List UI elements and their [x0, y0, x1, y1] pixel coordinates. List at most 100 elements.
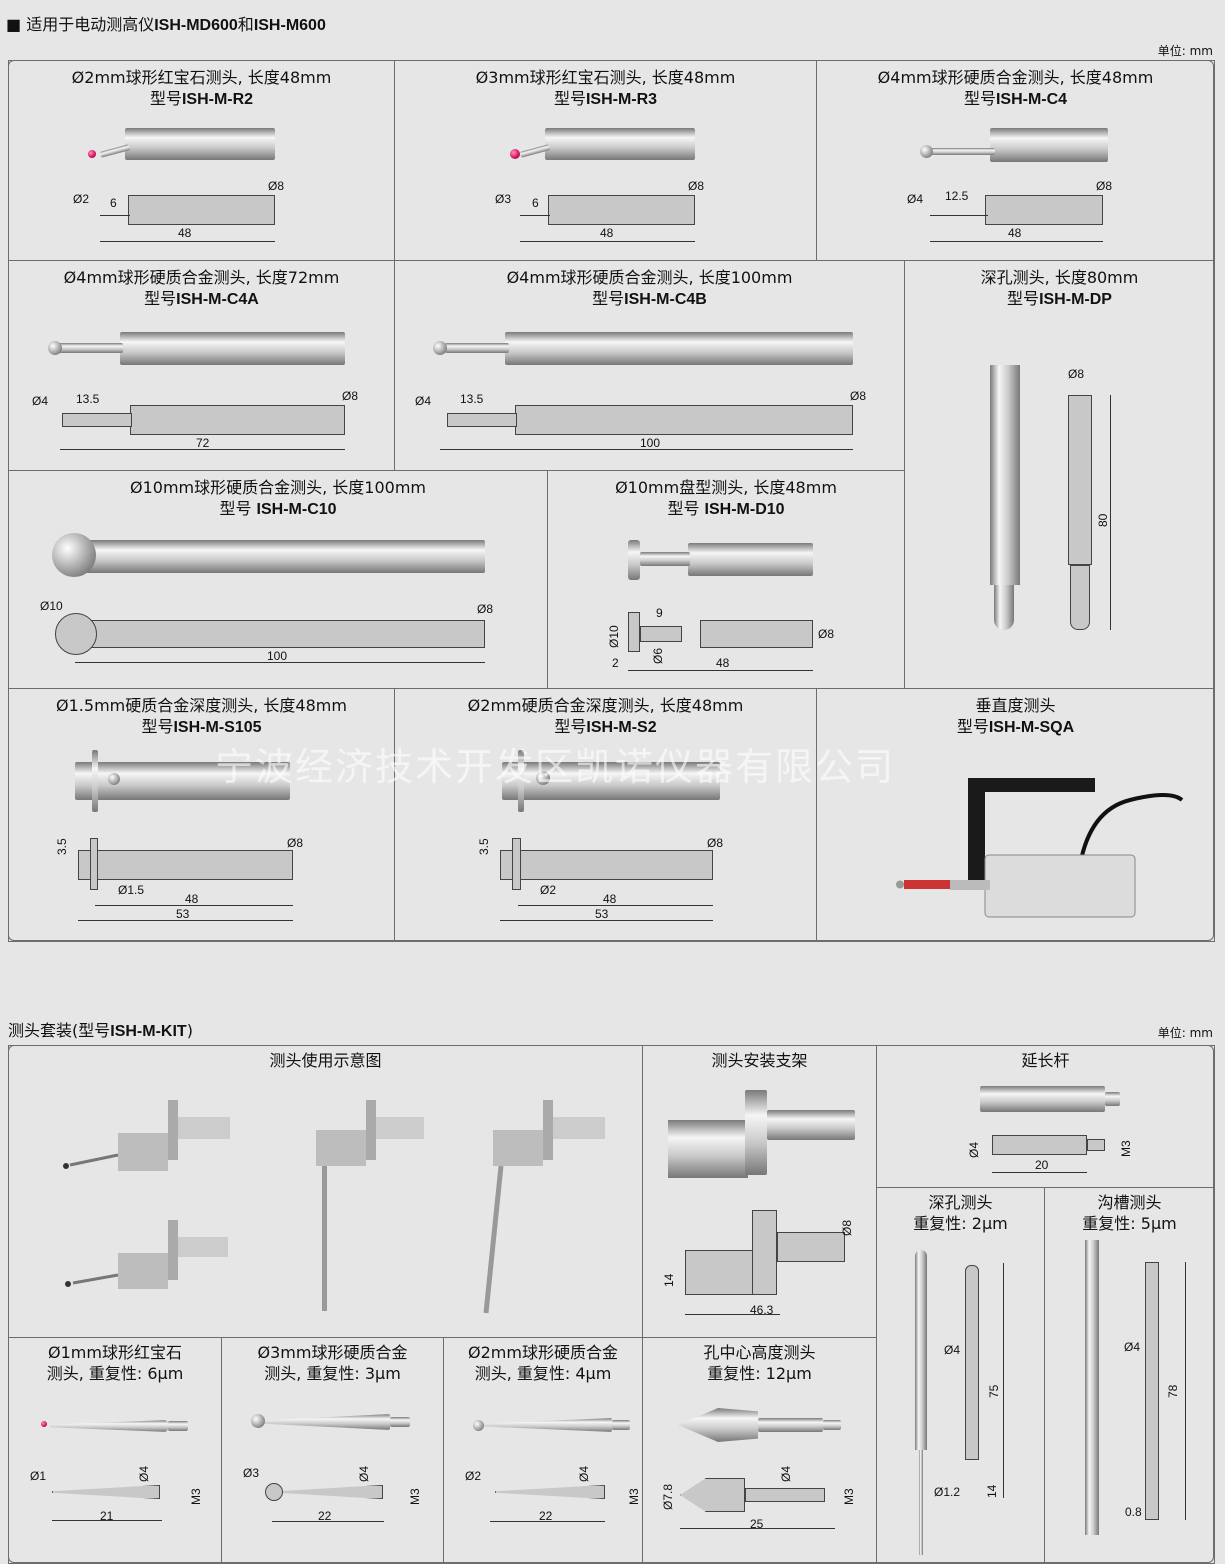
dimension-drawing [745, 1488, 825, 1502]
dimension-drawing [90, 620, 485, 648]
model-prefix: 型号 [956, 717, 989, 736]
model-prefix: 型号 [667, 499, 705, 518]
squareness-probe-photo [896, 778, 1184, 918]
dimension-label: Ø3 [495, 192, 512, 206]
section2-heading: 测头套装(型号ISH-M-KIT) [8, 1017, 193, 1041]
dimension-label: Ø8 [342, 389, 359, 403]
dimension-label: 6 [110, 196, 117, 210]
product-model: 型号ISH-M-C4 [817, 88, 1214, 110]
dimension-label: M3 [842, 1488, 856, 1505]
dimension-label: 53 [176, 907, 190, 921]
dimension-label: Ø8 [287, 836, 304, 850]
model-number: ISH-M-C10 [256, 501, 337, 518]
dimension-label: 80 [1096, 513, 1110, 527]
dimension-label: Ø2 [540, 883, 557, 897]
heading-model: ISH-MD600 [154, 17, 238, 34]
model-prefix: 型号 [553, 89, 586, 108]
dimension-label: 72 [196, 436, 210, 450]
dimension-label: Ø4 [907, 192, 924, 206]
dimension-label: 21 [100, 1509, 114, 1523]
dimension-drawing [992, 1135, 1087, 1155]
dimension-line [1185, 1262, 1186, 1520]
dimension-label: 78 [1166, 1384, 1180, 1398]
model-prefix: 型号 [554, 717, 587, 736]
dimension-label: Ø3 [243, 1466, 260, 1480]
ruby-ball-icon [88, 150, 96, 158]
dimension-line [628, 670, 813, 671]
product-model: 型号 ISH-M-C10 [9, 498, 547, 520]
product-name: Ø4mm球形硬质合金测头, 长度100mm [506, 268, 793, 287]
dimension-label: 2 [612, 656, 619, 670]
product-name: Ø3mm球形红宝石测头, 长度48mm [475, 68, 736, 87]
dimension-label: Ø8 [1096, 179, 1113, 193]
dimension-label: 14 [662, 1273, 676, 1287]
dimension-label: 48 [185, 892, 199, 906]
dimension-label: Ø1.2 [934, 1485, 961, 1499]
unit-label: 单位: mm [1157, 44, 1213, 58]
cable-icon [1078, 793, 1184, 866]
dimension-label: 22 [539, 1509, 553, 1523]
probe-photo [120, 332, 345, 365]
product-model: 型号 ISH-M-D10 [548, 498, 904, 520]
carbide-ball-icon [52, 533, 96, 577]
dimension-drawing [1145, 1262, 1159, 1520]
model-number: ISH-M-S2 [586, 719, 657, 736]
probe-usage-1 [63, 1100, 230, 1171]
kit-name: Ø1mm球形红宝石 [48, 1343, 182, 1362]
model-prefix: 型号 [144, 289, 177, 308]
dimension-label: Ø4 [967, 1141, 981, 1158]
probe-photo [125, 128, 275, 160]
screw-hole-icon [108, 773, 120, 785]
dimension-line [440, 449, 853, 450]
dimension-label: 46.3 [750, 1303, 774, 1317]
dimension-label: 20 [1035, 1158, 1049, 1172]
dimension-drawing [512, 838, 521, 890]
dimension-line [100, 215, 130, 216]
kit-name: 测头使用示意图 [269, 1051, 382, 1070]
dimension-label: Ø8 [818, 627, 835, 641]
kit-name: 孔中心高度测头 [703, 1343, 816, 1362]
dimension-label: 100 [267, 649, 288, 663]
dimension-line [1003, 1263, 1004, 1498]
product-model: 型号ISH-M-C4B [395, 288, 904, 310]
heading-model: ISH-M-KIT [110, 1023, 187, 1040]
product-name: Ø2mm球形红宝石测头, 长度48mm [71, 68, 332, 87]
product-name: 深孔测头, 长度80mm [980, 268, 1139, 287]
deep-probe-photo [915, 1250, 927, 1450]
kit-cell: 孔中心高度测头重复性: 12μm [642, 1337, 877, 1564]
probe-usage-3 [316, 1100, 424, 1311]
dimension-line [520, 215, 550, 216]
model-prefix: 型号 [963, 89, 996, 108]
probe-stem [758, 1418, 823, 1432]
dimension-label: Ø7.8 [661, 1483, 675, 1510]
dimension-line [1110, 395, 1111, 630]
kit-title: 延长杆 [877, 1050, 1214, 1071]
dimension-label: M3 [408, 1488, 422, 1505]
product-name: Ø4mm球形硬质合金测头, 长度48mm [877, 68, 1154, 87]
probe-photo [80, 540, 485, 573]
spring-tip-icon [904, 880, 950, 889]
extension-rod-photo [980, 1086, 1105, 1112]
dimension-label: Ø8 [850, 389, 867, 403]
product-model: 型号ISH-M-SQA [817, 716, 1214, 738]
probe-tip [994, 585, 1014, 630]
probe-photo [502, 762, 720, 800]
thread-icon [1105, 1092, 1120, 1106]
product-model: 型号ISH-M-R2 [9, 88, 394, 110]
dimension-label: 3.5 [55, 838, 69, 855]
dimension-label: Ø8 [477, 602, 494, 616]
dimension-drawing [78, 850, 293, 880]
kit-cell: 深孔测头重复性: 2μm [876, 1187, 1045, 1564]
dimension-drawing [62, 413, 132, 427]
kit-name: 深孔测头 [928, 1193, 993, 1212]
kit-name: Ø2mm球形硬质合金 [468, 1343, 618, 1362]
